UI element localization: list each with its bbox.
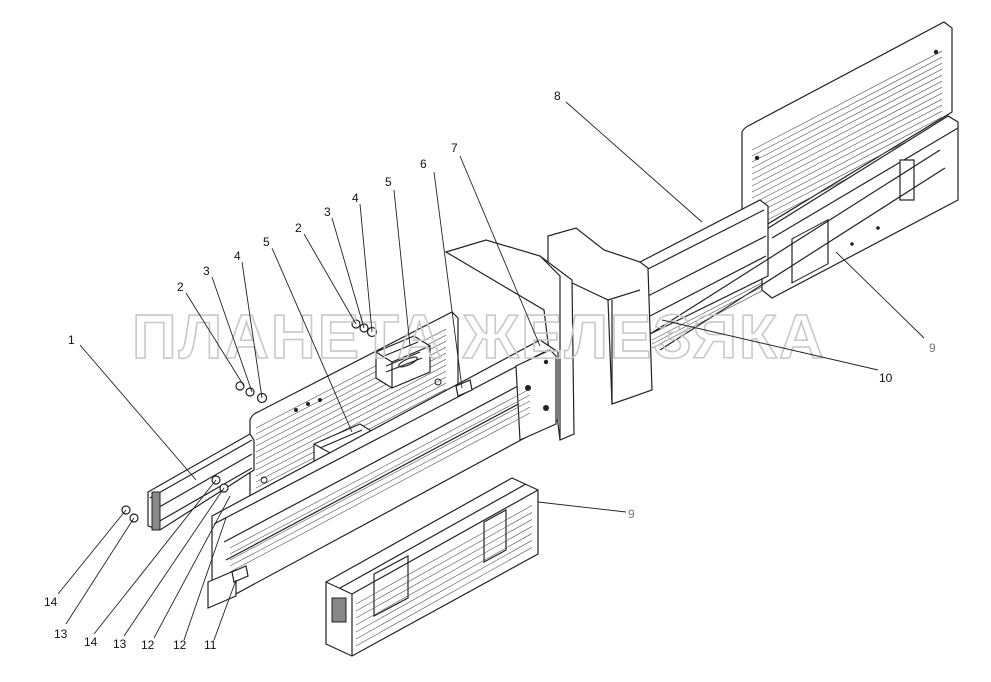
callout-13: 13 [113,637,127,651]
callout-2: 2 [295,221,302,235]
callout-2: 2 [177,280,184,294]
rear-lamp [325,477,539,657]
callout-6: 6 [420,157,427,171]
callout-7: 7 [451,141,458,155]
callout-14: 14 [84,635,98,649]
long-rail [147,433,255,531]
callout-4: 4 [234,249,241,263]
callout-4: 4 [352,191,359,205]
leader-lines [57,101,925,641]
callout-5: 5 [385,175,392,189]
bolt-lower [231,565,249,583]
callout-12: 12 [173,638,187,652]
callout-5: 5 [263,235,270,249]
cross-beam [639,149,946,351]
callout-labels: 1 2 3 4 5 2 3 4 5 6 7 8 9 10 9 14 13 14 … [44,89,936,652]
callout-11: 11 [204,638,217,652]
callout-3: 3 [203,264,210,278]
callout-12: 12 [141,638,155,652]
callout-8: 8 [554,89,561,103]
callout-13: 13 [54,627,68,641]
callout-14: 14 [44,595,58,609]
callout-9: 9 [628,507,635,521]
callout-1: 1 [68,333,75,347]
watermark: ПЛАНЕТА ЖЕЛЕЗЯКА [132,303,826,372]
callout-3: 3 [324,205,331,219]
right-mudflap [741,21,953,237]
callout-10: 10 [879,371,893,385]
callout-9: 9 [929,341,936,355]
bolt-upper [455,379,473,397]
right-lamp-bracket [761,115,959,299]
rubber-pad-upper [375,335,431,389]
hardware-set-lower [235,381,268,404]
frame-section-centre [444,227,653,441]
